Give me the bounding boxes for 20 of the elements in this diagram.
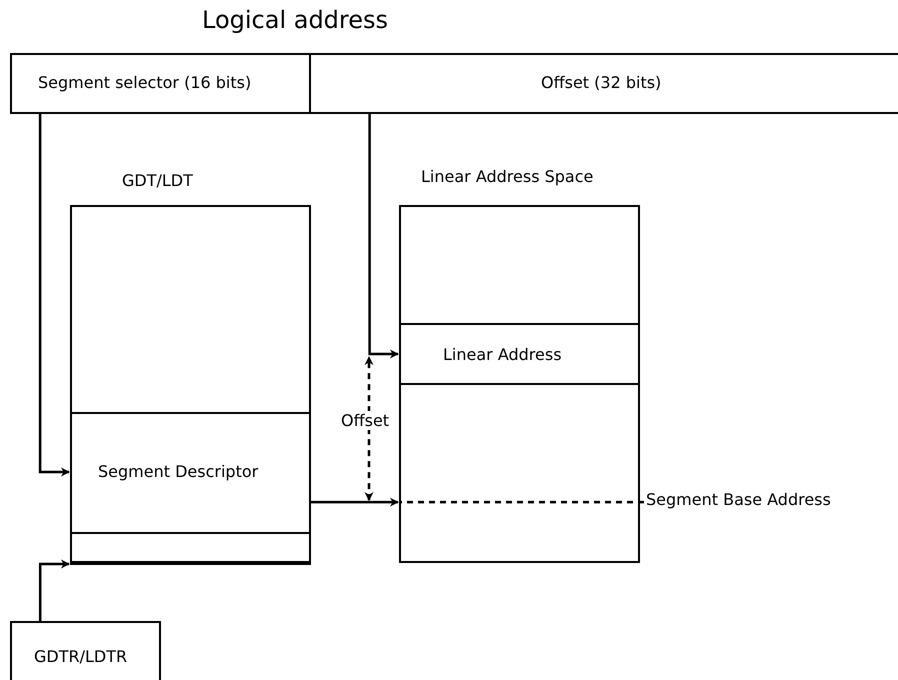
table-heading: Linear Address Space <box>421 167 594 186</box>
annotation-text: Segment Base Address <box>646 490 831 509</box>
edge-label: Offset <box>340 411 390 430</box>
arrow <box>364 356 374 502</box>
box-label: Segment selector (16 bits) <box>38 73 252 92</box>
box-label: Segment Descriptor <box>98 462 258 481</box>
arrow <box>311 498 399 507</box>
empty-table-row <box>70 532 311 565</box>
title: Logical address <box>202 6 388 34</box>
arrow <box>38 114 70 476</box>
arrow <box>368 114 399 358</box>
field-box <box>309 53 898 114</box>
register-box <box>10 621 161 680</box>
table-heading: GDT/LDT <box>122 171 193 190</box>
arrow <box>38 560 70 621</box>
box-label: Linear Address <box>443 345 562 364</box>
box-label: Offset (32 bits) <box>541 73 662 92</box>
box-label: GDTR/LDTR <box>34 647 128 666</box>
table-row <box>399 323 640 385</box>
field-box <box>10 53 311 114</box>
